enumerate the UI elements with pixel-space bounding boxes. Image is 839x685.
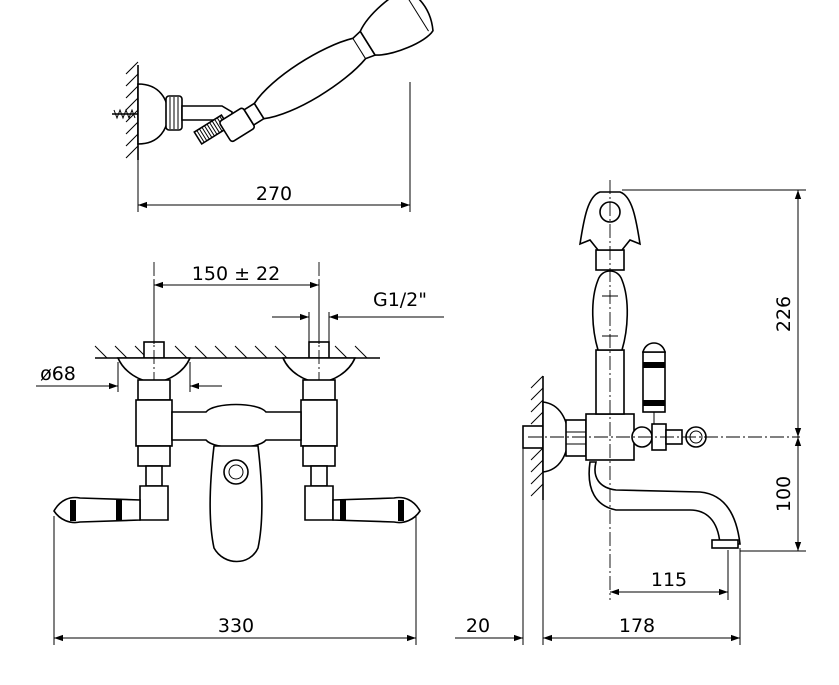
dim-100: 100 <box>773 476 795 512</box>
handshower-view: 270 <box>112 0 434 212</box>
dim-226: 226 <box>773 296 795 332</box>
dim-330: 330 <box>218 615 254 637</box>
mixer-front-view: 150 ± 22 G1/2" ø68 330 <box>36 262 444 645</box>
dim-20: 20 <box>466 615 490 637</box>
dim-thread: G1/2" <box>373 289 427 311</box>
dim-flange-diameter: ø68 <box>40 363 76 385</box>
dim-178: 178 <box>619 615 655 637</box>
dim-center-distance: 150 ± 22 <box>192 263 280 285</box>
dim-115: 115 <box>651 569 687 591</box>
mixer-side-view: 226 100 115 20 178 <box>455 180 806 645</box>
dim-270: 270 <box>256 183 292 205</box>
